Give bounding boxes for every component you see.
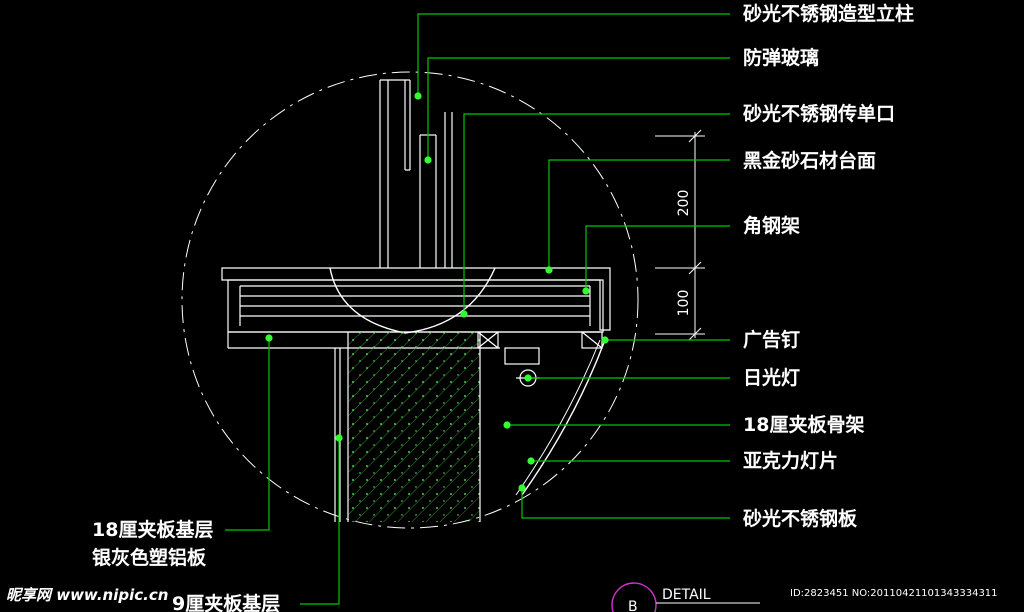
column-and-glass — [379, 79, 453, 268]
labels-left: 18厘夹板基层 银灰色塑铝板 9厘夹板基层 — [92, 518, 280, 612]
watermark-id: ID:2823451 NO:20110421101343334311 — [790, 588, 998, 599]
detail-tag: B DETAIL — [611, 582, 760, 612]
label-plywood-frame: 18厘夹板骨架 — [743, 413, 864, 436]
watermark-site: 昵享网 www.nipic.cn — [6, 586, 168, 604]
dim-label-100: 100 — [676, 290, 692, 317]
label-fluorescent-lamp: 日光灯 — [743, 366, 800, 389]
label-9mm-plywood-base: 9厘夹板基层 — [172, 592, 280, 612]
label-bulletproof-glass: 防弹玻璃 — [743, 46, 819, 69]
detail-letter: B — [628, 599, 638, 612]
label-angle-steel-frame: 角钢架 — [743, 214, 800, 237]
label-ad-nail: 广告钉 — [743, 328, 800, 351]
label-plywood-base: 18厘夹板基层 — [92, 518, 213, 541]
leader-nodes — [265, 92, 609, 492]
dim-label-200: 200 — [676, 190, 692, 217]
base-section — [334, 332, 481, 522]
dimension-lines — [655, 129, 705, 341]
labels-right: 砂光不锈钢造型立柱 防弹玻璃 砂光不锈钢传单口 黑金砂石材台面 角钢架 广告钉 … — [743, 2, 914, 530]
detail-boundary-circle — [181, 71, 639, 529]
label-aluminum-plastic-panel: 银灰色塑铝板 — [92, 546, 207, 569]
label-stone-countertop: 黑金砂石材台面 — [743, 149, 876, 172]
detail-title: DETAIL — [662, 587, 711, 603]
label-stainless-column: 砂光不锈钢造型立柱 — [743, 2, 914, 25]
label-stainless-plate: 砂光不锈钢板 — [743, 507, 858, 530]
leader-lines — [225, 13, 730, 605]
label-acrylic-panel: 亚克力灯片 — [743, 449, 838, 472]
label-leaflet-slot: 砂光不锈钢传单口 — [743, 102, 895, 125]
